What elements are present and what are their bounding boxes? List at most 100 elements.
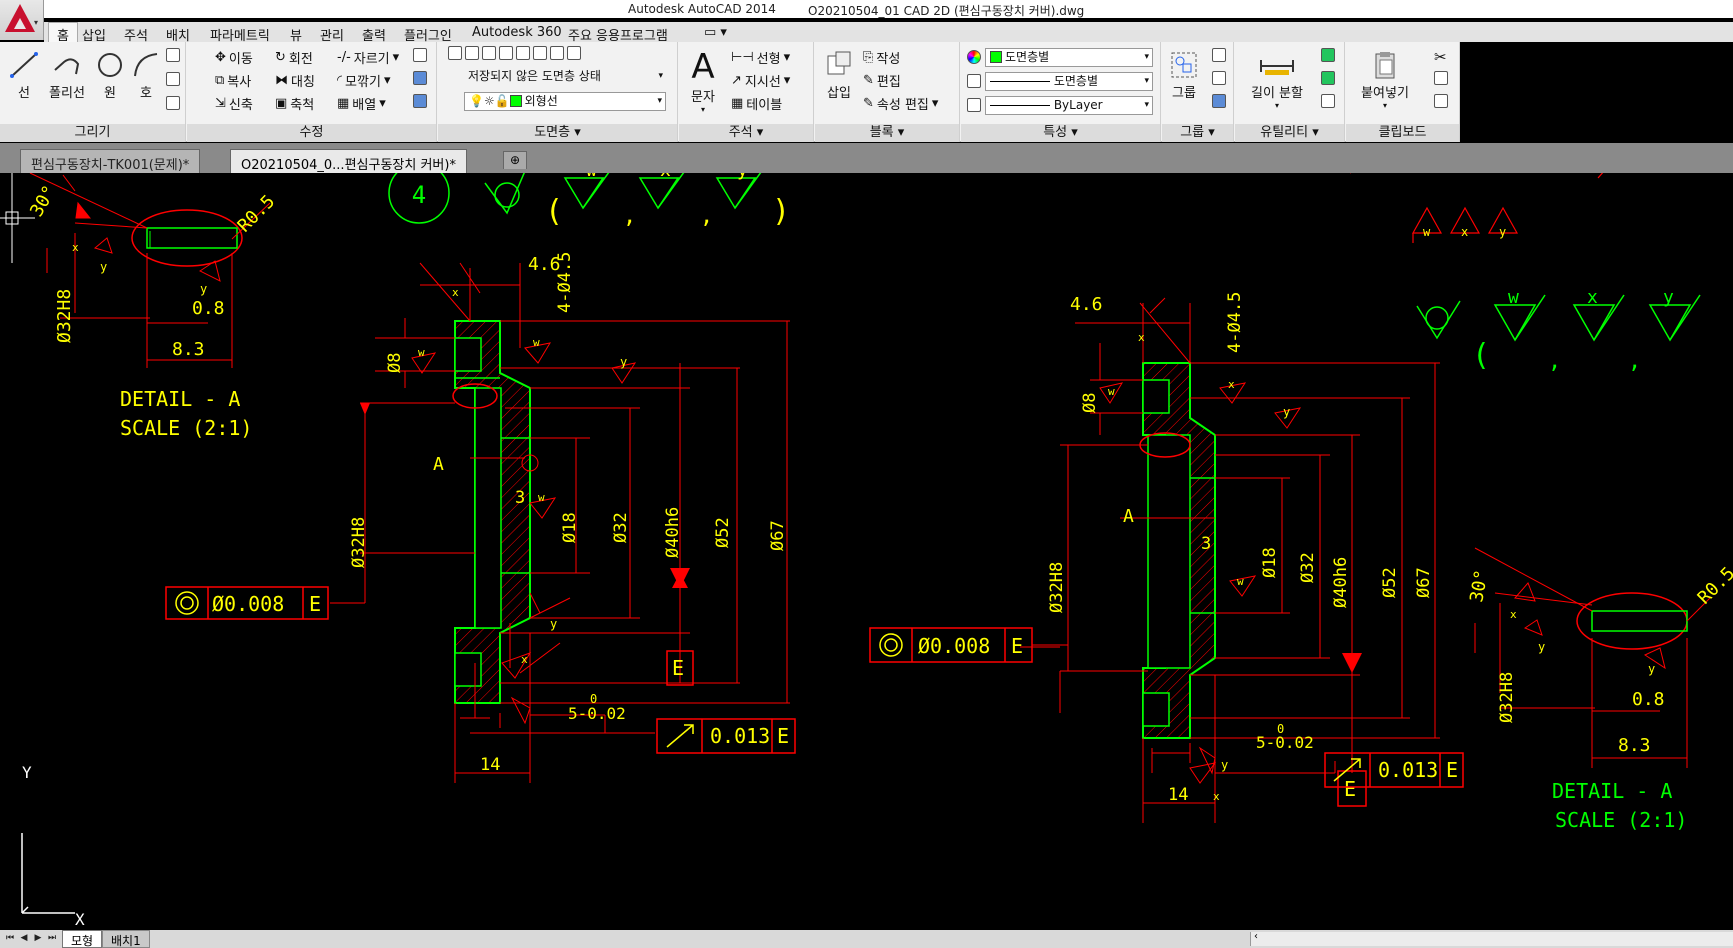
left-section-view: 4.6 4-Ø4.5 Ø8 Ø32H8 Ø18 Ø32 Ø40h6 Ø52 Ø6… <box>165 252 796 783</box>
horizontal-scrollbar[interactable]: ‹ <box>1250 931 1733 946</box>
tab-manage[interactable]: 관리 <box>320 29 344 44</box>
polyline-button[interactable]: 폴리선 <box>44 50 90 101</box>
scroll-left-icon[interactable]: ‹ <box>1254 931 1258 942</box>
layer-state-select[interactable]: 저장되지 않은 도면층 상태▾ <box>468 69 663 83</box>
color-select[interactable]: 도면층별▾ <box>985 48 1153 67</box>
panel-layers-title[interactable]: 도면층 ▾ <box>438 124 677 142</box>
edit-block-button[interactable]: ✎편집 <box>863 73 901 90</box>
mirror-button[interactable]: ⧓대칭 <box>275 73 315 90</box>
tab-output[interactable]: 출력 <box>362 29 386 44</box>
tab-home[interactable]: 홈 <box>48 22 78 44</box>
panel-modify-title[interactable]: 수정 <box>187 124 436 142</box>
quick-select-icon[interactable] <box>1321 71 1335 85</box>
panel-groups-title[interactable]: 그룹 ▾ <box>1162 124 1233 142</box>
group-edit-icon[interactable] <box>1212 71 1226 85</box>
tab-layout1[interactable]: 배치1 <box>102 930 150 948</box>
tab-annotate[interactable]: 주석 <box>124 29 148 44</box>
texture-symbol-row-right <box>1416 294 1701 342</box>
left-dim-d32: Ø32 <box>611 512 631 543</box>
panel-block-title[interactable]: 블록 ▾ <box>815 124 959 142</box>
panel-utilities-title[interactable]: 유틸리티 ▾ <box>1235 124 1344 142</box>
application-menu-button[interactable]: ▾ <box>0 0 44 40</box>
document-tab-1[interactable]: 편심구동장치-TK001(문제)* <box>20 149 201 173</box>
svg-text:Ø0.008: Ø0.008 <box>918 634 990 658</box>
array-button[interactable]: ▦배열▾ <box>337 96 386 113</box>
measure-button[interactable]: 길이 분할 ▾ <box>1239 50 1315 110</box>
copy-button[interactable]: ⧉복사 <box>215 73 252 90</box>
panel-properties-title[interactable]: 특성 ▾ <box>961 124 1160 142</box>
layer-icon[interactable] <box>499 46 513 60</box>
arc-button[interactable]: 호 <box>128 50 164 101</box>
tab-plugins[interactable]: 플러그인 <box>404 29 452 44</box>
text-button[interactable]: A 문자 ▾ <box>683 50 723 114</box>
offset-icon[interactable] <box>413 94 427 108</box>
linetype-select[interactable]: 도면층별▾ <box>985 72 1153 91</box>
match-properties-icon[interactable] <box>1434 94 1448 108</box>
layer-icon[interactable] <box>516 46 530 60</box>
right-dim-d8: Ø8 <box>1080 393 1100 413</box>
current-layer-select[interactable]: 💡☼🔓외형선▾ <box>464 92 666 111</box>
tab-featured-apps[interactable]: 주요 응용프로그램 <box>568 29 668 44</box>
hatch-icon[interactable] <box>166 72 180 86</box>
cut-icon[interactable]: ✂ <box>1434 48 1447 66</box>
line-button[interactable]: 선 <box>6 50 42 101</box>
calc-icon[interactable] <box>1321 94 1335 108</box>
layer-icon[interactable] <box>550 46 564 60</box>
erase-icon[interactable] <box>413 48 427 62</box>
layer-icon[interactable] <box>465 46 479 60</box>
last-tab-icon[interactable]: ⏭ <box>47 933 57 943</box>
layer-icon[interactable] <box>567 46 581 60</box>
cad-drawing[interactable]: 4 ( w , x , y ) <box>0 173 1733 930</box>
create-block-button[interactable]: ⎘작성 <box>863 50 901 67</box>
layer-properties-icon[interactable] <box>448 46 462 60</box>
group-button[interactable]: 그룹 <box>1164 50 1204 101</box>
layer-icon[interactable] <box>533 46 547 60</box>
panel-annotation-title[interactable]: 주석 ▾ <box>679 124 813 142</box>
lineweight-select[interactable]: ByLayer▾ <box>985 96 1153 115</box>
rotate-icon: ↻ <box>275 50 286 65</box>
layer-icon[interactable] <box>482 46 496 60</box>
ungroup-icon[interactable] <box>1212 48 1226 62</box>
copy-clip-icon[interactable] <box>1434 71 1448 85</box>
edit-attributes-button[interactable]: ✎속성 편집▾ <box>863 96 939 113</box>
trim-button[interactable]: -/-자르기▾ <box>337 50 400 67</box>
move-button[interactable]: ✥이동 <box>215 50 253 67</box>
next-tab-icon[interactable]: ▶ <box>34 933 42 943</box>
paste-button[interactable]: 붙여넣기 ▾ <box>1352 50 1418 110</box>
fillet-button[interactable]: ◜모깎기▾ <box>337 73 391 90</box>
ribbon-options-icon[interactable]: ▭ ▾ <box>704 25 727 40</box>
tab-parametric[interactable]: 파라메트릭 <box>210 29 270 44</box>
chevron-down-icon: ▾ <box>34 18 39 27</box>
boundary-icon[interactable] <box>166 96 180 110</box>
svg-text:E: E <box>777 724 789 748</box>
stretch-button[interactable]: ⇲신축 <box>215 96 253 113</box>
prev-tab-icon[interactable]: ◀ <box>20 933 28 943</box>
detail-left-scale: SCALE (2:1) <box>120 416 252 440</box>
calculator-icon[interactable] <box>1321 48 1335 62</box>
linear-dimension-button[interactable]: ⊢⊣선형▾ <box>731 50 791 67</box>
table-button[interactable]: ▦테이블 <box>731 96 783 113</box>
tab-model[interactable]: 모형 <box>62 930 103 948</box>
tab-insert[interactable]: 삽입 <box>82 29 106 44</box>
svg-text:E: E <box>309 592 321 616</box>
leader-button[interactable]: ↗지시선▾ <box>731 73 791 90</box>
drawing-canvas[interactable]: 4 ( w , x , y ) <box>0 173 1733 930</box>
left-dim-14: 14 <box>480 755 500 775</box>
group-select-icon[interactable] <box>1212 94 1226 108</box>
panel-draw-title[interactable]: 그리기 <box>0 124 185 142</box>
document-tab-2[interactable]: O20210504_0...편심구동장치 커버)* <box>230 149 467 173</box>
tab-layout[interactable]: 배치 <box>166 29 190 44</box>
explode-icon[interactable] <box>413 71 427 85</box>
first-tab-icon[interactable]: ⏮ <box>5 933 15 943</box>
tab-autodesk360[interactable]: Autodesk 360 <box>472 25 562 40</box>
circle-button[interactable]: 원 <box>92 50 128 101</box>
svg-text:w: w <box>533 336 540 349</box>
new-tab-button[interactable]: ⊕ <box>503 151 527 169</box>
chevron-down-icon: ▾ <box>392 50 400 65</box>
rectangle-icon[interactable] <box>166 48 180 62</box>
tab-view[interactable]: 뷰 <box>290 29 302 44</box>
insert-block-button[interactable]: 삽입 <box>819 50 859 101</box>
scale-button[interactable]: ▣축척 <box>275 96 315 113</box>
rotate-button[interactable]: ↻회전 <box>275 50 313 67</box>
panel-clipboard-title[interactable]: 클립보드 <box>1346 124 1459 142</box>
